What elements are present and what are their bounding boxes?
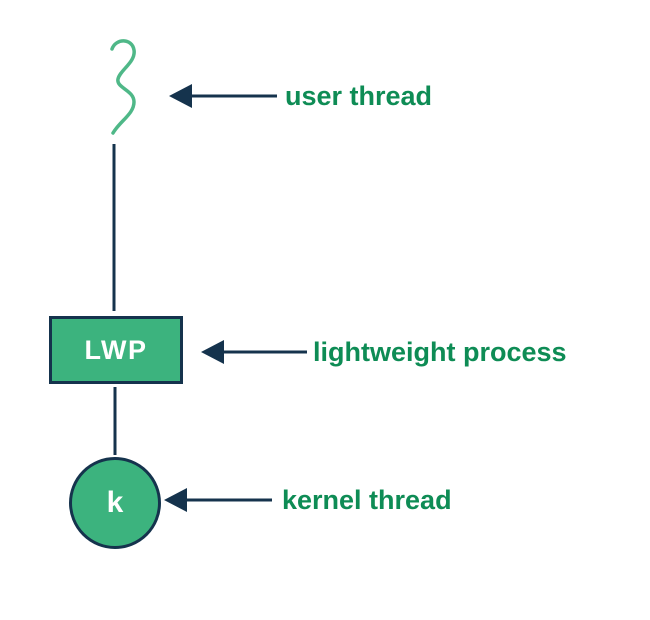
user-thread-label: user thread [285, 81, 433, 111]
lwp-node: LWP [49, 316, 183, 384]
lightweight-process-label: lightweight process [313, 337, 567, 367]
kernel-thread-node-label: k [106, 486, 124, 519]
kernel-thread-arrowhead-icon [164, 488, 187, 512]
user-thread-squiggle-icon [110, 39, 136, 135]
user-thread-arrowhead-icon [169, 84, 192, 108]
lwp-node-label: LWP [84, 334, 148, 365]
lightweight-process-arrowhead-icon [201, 340, 224, 364]
kernel-thread-label: kernel thread [282, 485, 452, 515]
kernel-thread-node: k [69, 457, 161, 549]
